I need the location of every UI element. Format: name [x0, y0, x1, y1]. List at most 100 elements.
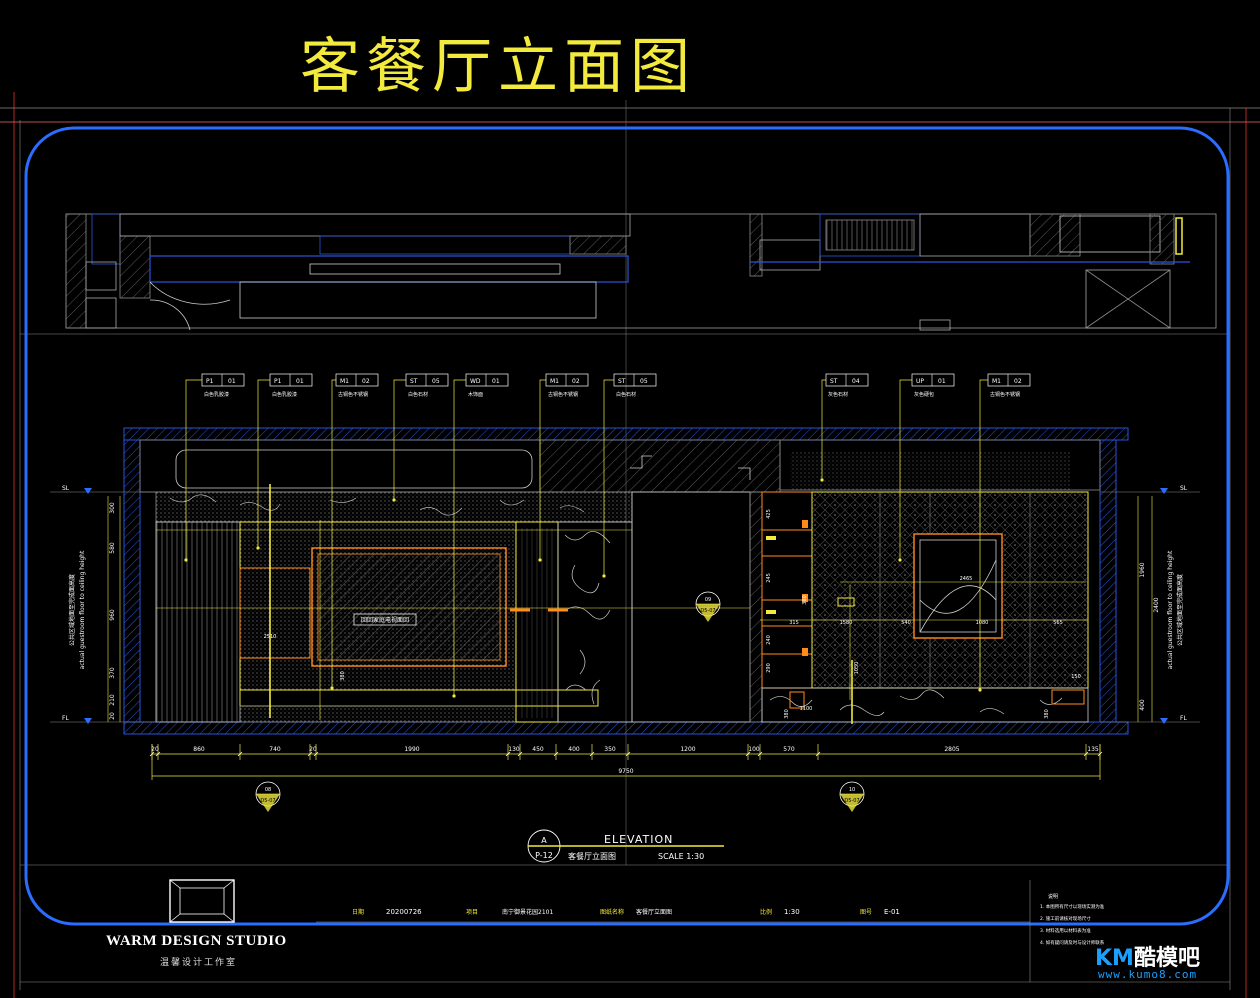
- callout-code: P1: [274, 378, 282, 385]
- callout-note: 古铜色不锈钢: [338, 391, 368, 398]
- elevation-label: ELEVATION: [604, 833, 673, 846]
- right-dim-2: 2400: [1153, 597, 1160, 612]
- tb-sheet-label: 图号: [860, 909, 872, 916]
- title-block: 日期 20200726 项目 南宁御景花园2101 图纸名称 客餐厅立面图 比例…: [169, 879, 1105, 982]
- cab-dim-3: 380: [802, 595, 808, 605]
- inner-label-5: 380: [784, 709, 790, 719]
- tb-note-4: 4. 如有疑问请及时与设计师联系: [1040, 939, 1105, 946]
- bottom-dim-6: 130: [508, 746, 520, 753]
- side-text-right: 公共区域地面至完成面高度: [1176, 574, 1184, 646]
- tv-wall-label: 回回家庭电视面回: [361, 616, 409, 624]
- tb-note-1: 1. 本图所有尺寸以现场实测为准: [1040, 903, 1105, 910]
- cab-dim-5: 290: [766, 663, 772, 673]
- callout-code: ST: [830, 378, 838, 385]
- bottom-dim-13: 2805: [944, 746, 959, 753]
- tb-scale: 1:30: [784, 908, 800, 916]
- cab-dim-2: 245: [766, 573, 772, 583]
- left-dim-2: 580: [109, 542, 116, 554]
- wall-dim-5: 565: [1053, 620, 1063, 626]
- side-text-left: 公共区域地面至完成面高度: [68, 574, 76, 646]
- callout-note: 古铜色不锈钢: [548, 391, 578, 398]
- left-dim-6: 20: [109, 712, 116, 720]
- left-dim-5: 210: [109, 694, 116, 706]
- tb-date-label: 日期: [352, 908, 364, 916]
- watermark-url: www.kumo8.com: [1098, 968, 1198, 981]
- wall-dim-1: 315: [789, 620, 799, 626]
- callout-3: M1 02 古铜色不锈钢: [330, 373, 379, 690]
- bottom-dim-12: 570: [783, 746, 795, 753]
- inner-label-4: 1100: [800, 706, 813, 712]
- drawing-title: 客餐厅立面图: [300, 32, 696, 102]
- tb-scale-label: 比例: [760, 908, 772, 916]
- callout-4: ST 05 白色石材: [392, 373, 449, 502]
- callout-code: P1: [206, 378, 214, 385]
- callout-note: 白色石材: [616, 391, 636, 398]
- studio-name-cn: 温馨设计工作室: [160, 958, 238, 968]
- cab-dim-1: 425: [766, 509, 772, 519]
- cab-dim-4: 240: [766, 635, 772, 645]
- tb-project: 南宁御景花园2101: [502, 908, 553, 916]
- tb-project-label: 项目: [466, 909, 478, 916]
- elevation-title-symbol: A P-12 ELEVATION 客餐厅立面图 SCALE 1:30: [527, 829, 724, 863]
- floor-plan-strip: [65, 213, 1217, 331]
- callout-note: 白色乳胶漆: [204, 391, 229, 398]
- tb-drawing-label: 图纸名称: [600, 908, 624, 916]
- detail-tag-08-sheet: D5-07: [260, 798, 275, 804]
- inner-label-6: 150: [1071, 674, 1081, 680]
- level-mark-fl-right: FL: [1180, 715, 1187, 722]
- bottom-dim-7: 450: [532, 746, 544, 753]
- callout-code: UP: [916, 378, 924, 385]
- bottom-dim-5: 1990: [404, 746, 419, 753]
- callout-num: 05: [432, 378, 440, 385]
- tb-notes-title: 说明: [1048, 893, 1058, 900]
- side-text-right-en: actual guestroom floor to ceiling height: [1167, 550, 1174, 669]
- wall-dim-4: 1080: [976, 620, 989, 626]
- callout-num: 01: [228, 378, 236, 385]
- inner-label-7: 380: [1044, 709, 1050, 719]
- callout-num: 02: [572, 378, 580, 385]
- level-mark-sl-right: SL: [1180, 485, 1188, 492]
- callout-num: 02: [362, 378, 370, 385]
- side-text-left-en: actual guestroom floor to ceiling height: [79, 550, 86, 669]
- bottom-dim-14: 135: [1087, 746, 1099, 753]
- bottom-dim-11: 100: [748, 746, 760, 753]
- section-letter: A: [541, 836, 547, 845]
- callout-code: M1: [550, 378, 559, 385]
- callout-num: 01: [938, 378, 946, 385]
- callout-code: M1: [340, 378, 349, 385]
- callout-note: 白色乳胶漆: [272, 391, 297, 398]
- detail-tag-10: 10 D5-07: [839, 781, 865, 812]
- tb-note-3: 3. 材料选用以材料表为准: [1040, 927, 1091, 934]
- left-dim-4: 370: [109, 667, 116, 679]
- callout-num: 02: [1014, 378, 1022, 385]
- callout-1: P1 01 白色乳胶漆: [184, 373, 245, 562]
- callout-note: 灰色硬包: [914, 391, 934, 398]
- right-dim-1: 1960: [1139, 562, 1146, 577]
- callout-code: WD: [470, 378, 481, 385]
- section-sheet: P-12: [535, 851, 553, 860]
- elevation-scale: SCALE 1:30: [658, 852, 704, 861]
- callout-6: M1 02 古铜色不锈钢: [538, 373, 589, 562]
- callout-note: 白色石材: [408, 391, 428, 398]
- bottom-dim-1: 20: [151, 746, 159, 753]
- left-dim-3: 960: [109, 609, 116, 621]
- wall-dim-3: 540: [901, 620, 911, 626]
- callout-9: UP 01 灰色硬包: [898, 373, 955, 562]
- watermark-brand: KM酷模吧: [1095, 940, 1200, 972]
- bottom-dim-2: 860: [193, 746, 205, 753]
- callout-note: 木饰面: [468, 391, 483, 398]
- tb-date: 20200726: [386, 908, 422, 916]
- detail-tag-10-num: 10: [849, 787, 855, 793]
- detail-tags: 08 D5-07 09 D5-07 10 D5-07: [255, 591, 865, 812]
- callout-code: ST: [410, 378, 418, 385]
- inner-label-2: 2510: [264, 634, 277, 640]
- left-dim-1: 300: [109, 502, 116, 514]
- detail-tag-10-sheet: D5-07: [844, 798, 859, 804]
- bottom-dim-3: 740: [269, 746, 281, 753]
- elevation-subtitle: 客餐厅立面图: [568, 851, 616, 861]
